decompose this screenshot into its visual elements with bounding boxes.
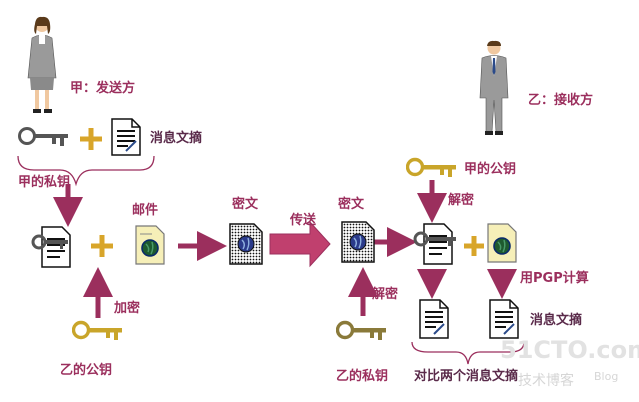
receiver-private-key-label: 乙的私钥 [336, 369, 389, 384]
mail-label: 邮件 [132, 203, 159, 218]
ciphertext-doc-icon-2 [341, 221, 375, 263]
message-digest-label-top: 消息文摘 [150, 131, 203, 146]
ciphertext-doc-icon-1 [229, 223, 263, 265]
received-mail-doc-icon [487, 223, 517, 263]
decrypted-digest-doc-icon [413, 223, 456, 265]
plus-icon-middle [91, 235, 113, 257]
sender-private-key-label: 甲的私钥 [18, 175, 71, 190]
arrow-transmit [269, 220, 331, 268]
message-digest-doc-icon-top [111, 118, 141, 156]
ciphertext-label-1: 密文 [232, 197, 259, 212]
sender-person-icon [27, 16, 57, 113]
receiver-public-key-icon [72, 320, 122, 340]
brace-sender [17, 155, 155, 187]
sender-private-key-icon [18, 127, 68, 146]
plus-icon-top [80, 128, 102, 150]
receiver-label: 乙：接收方 [528, 93, 594, 108]
signed-digest-doc-icon [31, 226, 71, 268]
digest-doc-icon-left [419, 299, 449, 339]
receiver-public-key-label: 乙的公钥 [60, 363, 113, 378]
transmit-label: 传送 [290, 213, 317, 228]
encrypt-label: 加密 [114, 301, 141, 316]
compare-digests-label: 对比两个消息文摘 [414, 369, 519, 384]
sender-public-key-icon [406, 157, 456, 177]
receiver-person-icon [479, 40, 509, 135]
plus-icon-right [464, 236, 484, 256]
mail-doc-icon [135, 225, 165, 265]
sender-label: 甲：发送方 [70, 81, 136, 96]
compute-pgp-label: 用PGP计算 [520, 271, 589, 286]
watermark-site: 51CTO.com [500, 336, 639, 364]
sender-public-key-label: 甲的公钥 [464, 162, 517, 177]
ciphertext-label-2: 密文 [338, 197, 365, 212]
decrypt-label-top: 解密 [448, 193, 475, 208]
digest-doc-icon-right [489, 299, 519, 339]
watermark-blog: Blog [594, 370, 619, 383]
message-digest-label-bottom: 消息文摘 [530, 313, 583, 328]
decrypt-label-bottom: 解密 [372, 287, 399, 302]
receiver-private-key-icon [336, 320, 386, 340]
brace-compare [411, 341, 525, 365]
watermark-tagline: 技术博客 [518, 373, 574, 389]
